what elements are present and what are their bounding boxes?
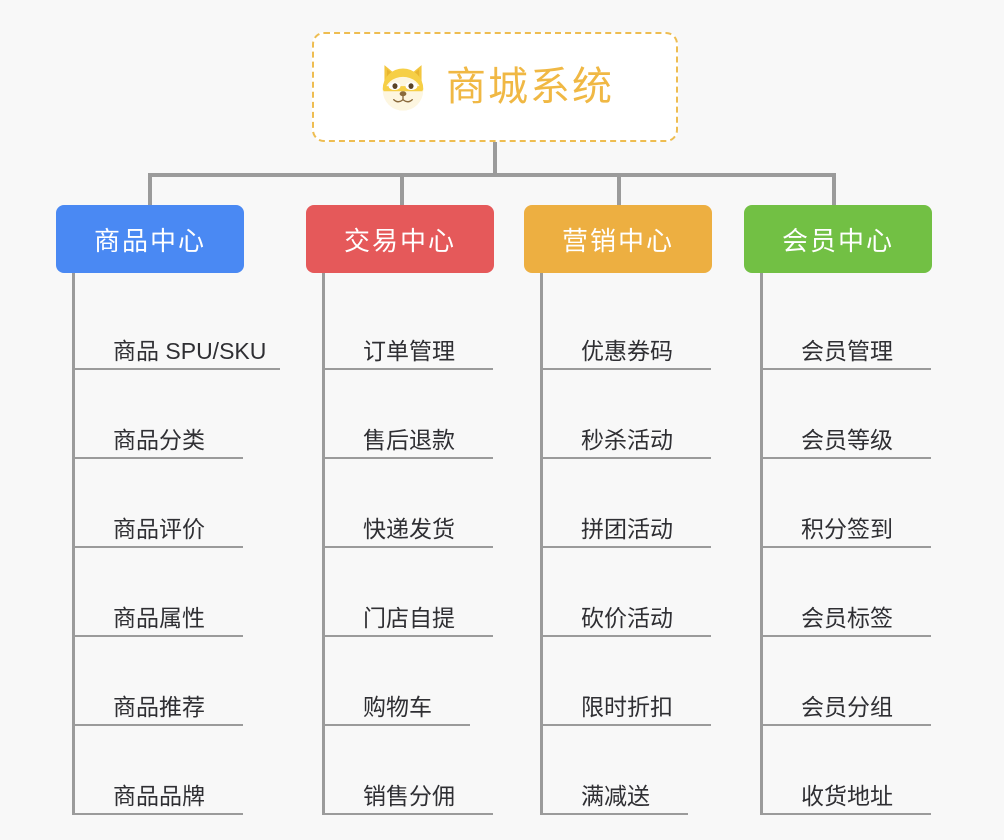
list-item[interactable]: 拼团活动 xyxy=(543,459,712,548)
list-item[interactable]: 商品属性 xyxy=(75,548,276,637)
connector-horizontal-bus xyxy=(148,173,836,177)
leaf-underline xyxy=(543,724,711,726)
leaf-underline xyxy=(763,368,931,370)
list-item[interactable]: 砍价活动 xyxy=(543,548,712,637)
list-item[interactable]: 会员分组 xyxy=(763,637,932,726)
category-header-product[interactable]: 商品中心 xyxy=(56,205,244,273)
list-item-label: 会员管理 xyxy=(801,337,893,364)
list-item[interactable]: 会员管理 xyxy=(763,281,932,370)
leaf-list-marketing: 优惠券码 秒杀活动 拼团活动 砍价活动 限时折扣 满减送 xyxy=(540,273,712,815)
list-item[interactable]: 商品 SPU/SKU xyxy=(75,281,280,370)
list-item-label: 销售分佣 xyxy=(363,782,455,809)
list-item-label: 购物车 xyxy=(363,693,432,720)
leaf-underline xyxy=(543,368,711,370)
category-header-trade[interactable]: 交易中心 xyxy=(306,205,494,273)
list-item-label: 积分签到 xyxy=(801,515,893,542)
list-item-label: 商品分类 xyxy=(113,426,205,453)
list-item-label: 砍价活动 xyxy=(581,604,673,631)
leaf-underline xyxy=(325,546,493,548)
leaf-underline xyxy=(75,635,243,637)
leaf-underline xyxy=(75,724,243,726)
leaf-list-member: 会员管理 会员等级 积分签到 会员标签 会员分组 收货地址 xyxy=(760,273,932,815)
leaf-underline xyxy=(543,635,711,637)
list-item-label: 门店自提 xyxy=(363,604,455,631)
leaf-underline xyxy=(325,813,493,815)
list-item[interactable]: 优惠券码 xyxy=(543,281,712,370)
category-header-label: 商品中心 xyxy=(93,225,206,256)
list-item[interactable]: 收货地址 xyxy=(763,726,932,815)
list-item-label: 收货地址 xyxy=(801,782,893,809)
connector-root-stem xyxy=(493,142,497,175)
list-item[interactable]: 购物车 xyxy=(325,637,494,726)
list-item-label: 商品 SPU/SKU xyxy=(113,337,267,364)
list-item-label: 商品推荐 xyxy=(113,693,205,720)
list-item[interactable]: 商品分类 xyxy=(75,370,276,459)
list-item[interactable]: 积分签到 xyxy=(763,459,932,548)
list-item-label: 秒杀活动 xyxy=(581,426,673,453)
list-item-label: 商品评价 xyxy=(113,515,205,542)
list-item[interactable]: 售后退款 xyxy=(325,370,494,459)
leaf-underline xyxy=(763,724,931,726)
list-item[interactable]: 销售分佣 xyxy=(325,726,494,815)
leaf-underline xyxy=(543,457,711,459)
connector-drop-1 xyxy=(148,173,152,205)
list-item-label: 限时折扣 xyxy=(581,693,673,720)
leaf-underline xyxy=(75,457,243,459)
category-header-member[interactable]: 会员中心 xyxy=(744,205,932,273)
leaf-underline xyxy=(325,724,470,726)
list-item-label: 会员标签 xyxy=(801,604,893,631)
list-item[interactable]: 商品评价 xyxy=(75,459,276,548)
category-header-label: 会员中心 xyxy=(781,225,894,256)
category-column-member: 会员中心 会员管理 会员等级 积分签到 会员标签 会员分组 xyxy=(744,205,932,815)
connector-drop-4 xyxy=(832,173,836,205)
connector-drop-3 xyxy=(617,173,621,205)
list-item[interactable]: 满减送 xyxy=(543,726,712,815)
list-item-label: 售后退款 xyxy=(363,426,455,453)
list-item[interactable]: 门店自提 xyxy=(325,548,494,637)
leaf-underline xyxy=(325,457,493,459)
list-item-label: 商品品牌 xyxy=(113,782,205,809)
list-item-label: 会员分组 xyxy=(801,693,893,720)
list-item[interactable]: 会员等级 xyxy=(763,370,932,459)
list-item[interactable]: 会员标签 xyxy=(763,548,932,637)
leaf-underline xyxy=(75,546,243,548)
list-item[interactable]: 快递发货 xyxy=(325,459,494,548)
list-item-label: 会员等级 xyxy=(801,426,893,453)
shiba-dog-face-icon xyxy=(382,65,424,111)
category-column-trade: 交易中心 订单管理 售后退款 快递发货 门店自提 购物车 xyxy=(306,205,494,815)
root-title: 商城系统 xyxy=(446,65,614,109)
root-node-shop-system[interactable]: 商城系统 xyxy=(312,32,678,142)
list-item[interactable]: 商品推荐 xyxy=(75,637,276,726)
leaf-list-product: 商品 SPU/SKU 商品分类 商品评价 商品属性 商品推荐 商品品牌 xyxy=(72,273,280,815)
connector-drop-2 xyxy=(400,173,404,205)
category-header-label: 营销中心 xyxy=(561,225,674,256)
leaf-underline xyxy=(325,635,493,637)
category-header-label: 交易中心 xyxy=(343,225,456,256)
leaf-underline xyxy=(763,546,931,548)
leaf-underline xyxy=(75,368,280,370)
list-item[interactable]: 秒杀活动 xyxy=(543,370,712,459)
list-item-label: 拼团活动 xyxy=(581,515,673,542)
list-item[interactable]: 订单管理 xyxy=(325,281,494,370)
category-header-marketing[interactable]: 营销中心 xyxy=(524,205,712,273)
list-item[interactable]: 限时折扣 xyxy=(543,637,712,726)
list-item-label: 优惠券码 xyxy=(581,337,673,364)
leaf-underline xyxy=(763,457,931,459)
leaf-underline xyxy=(543,546,711,548)
leaf-underline xyxy=(75,813,243,815)
list-item-label: 满减送 xyxy=(581,782,650,809)
leaf-underline xyxy=(543,813,688,815)
category-column-marketing: 营销中心 优惠券码 秒杀活动 拼团活动 砍价活动 限时折扣 xyxy=(524,205,712,815)
leaf-underline xyxy=(763,635,931,637)
list-item-label: 订单管理 xyxy=(363,337,455,364)
list-item-label: 快递发货 xyxy=(363,515,455,542)
category-column-product: 商品中心 商品 SPU/SKU 商品分类 商品评价 商品属性 商品推荐 xyxy=(56,205,280,815)
leaf-list-trade: 订单管理 售后退款 快递发货 门店自提 购物车 销售分佣 xyxy=(322,273,494,815)
leaf-underline xyxy=(325,368,493,370)
list-item-label: 商品属性 xyxy=(113,604,205,631)
list-item[interactable]: 商品品牌 xyxy=(75,726,276,815)
leaf-underline xyxy=(763,813,931,815)
